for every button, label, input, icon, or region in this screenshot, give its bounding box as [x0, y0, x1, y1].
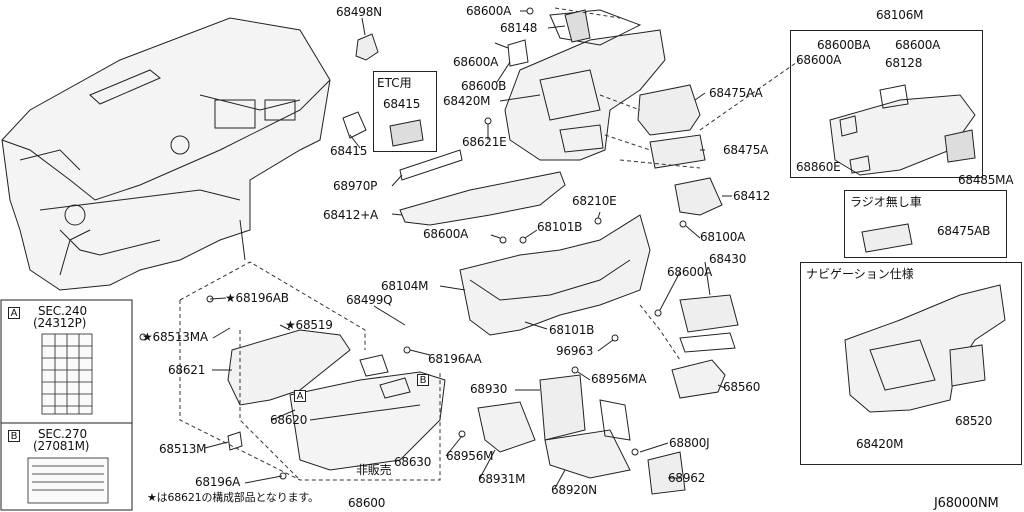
callout-68101b-2: 68101B — [549, 323, 595, 337]
etc-box-title: ETC用 — [377, 76, 412, 90]
navigation-spec-title: ナビゲーション仕様 — [806, 267, 914, 281]
callout-68513m: 68513M — [159, 442, 207, 456]
callout-68860e: 68860E — [796, 160, 841, 174]
sec-a-tag: A — [8, 307, 20, 319]
callout-68475a: 68475A — [723, 143, 769, 157]
callout-68560: 68560 — [723, 380, 761, 394]
callout-68412-a: 68412+A — [323, 208, 379, 222]
callout-68520: 68520 — [955, 414, 993, 428]
callout-hanbai: 非販売 — [356, 463, 392, 477]
sec-b-line1: SEC.270 — [38, 427, 87, 441]
sec-a-line1: SEC.240 — [38, 304, 87, 318]
callout-68196ab: ★68196AB — [225, 291, 289, 305]
callout-68621: 68621 — [168, 363, 206, 377]
callout-68600a-2: 68600A — [453, 55, 499, 69]
callout-68415: 68415 — [330, 144, 368, 158]
callout-68475ab: 68475AB — [937, 224, 991, 238]
callout-68128: 68128 — [885, 56, 923, 70]
tag-a: A — [294, 390, 306, 402]
callout-68620: 68620 — [270, 413, 308, 427]
callout-68412: 68412 — [733, 189, 771, 203]
callout-68920n: 68920N — [551, 483, 597, 497]
callout-68196aa: 68196AA — [428, 352, 482, 366]
footnote: ★は68621の構成部品となります。 — [147, 491, 319, 504]
callout-68100a: 68100A — [700, 230, 746, 244]
callout-68104m: 68104M — [381, 279, 429, 293]
sec-b-tag: B — [8, 430, 20, 442]
callout-68148: 68148 — [500, 21, 538, 35]
callout-68931m: 68931M — [478, 472, 526, 486]
radio-less-title: ラジオ無し車 — [850, 195, 922, 209]
callout-68600a-top: 68600A — [466, 4, 512, 18]
callout-68600b: 68600B — [461, 79, 507, 93]
group-68106m-title: 68106M — [876, 8, 924, 22]
callout-68800j: 68800J — [669, 436, 710, 450]
callout-68498n: 68498N — [336, 5, 382, 19]
diagram-code: J68000NM — [934, 496, 999, 511]
callout-68499q: 68499Q — [346, 293, 393, 307]
instrument-panel-shape — [1, 17, 331, 291]
callout-68600ba: 68600BA — [817, 38, 871, 52]
callout-68956ma: 68956MA — [591, 372, 647, 386]
callout-68475aa: 68475AA — [709, 86, 763, 100]
etc-box-part: 68415 — [383, 97, 421, 111]
callout-68956m: 68956M — [446, 449, 494, 463]
navigation-spec-box — [800, 262, 1022, 465]
tag-b: B — [417, 374, 429, 386]
callout-68420m-nav: 68420M — [856, 437, 904, 451]
callout-68519: ★68519 — [285, 318, 333, 332]
callout-68600a-group-right: 68600A — [895, 38, 941, 52]
callout-68600a-3: 68600A — [423, 227, 469, 241]
callout-68430: 68430 — [709, 252, 747, 266]
callout-68970p: 68970P — [333, 179, 378, 193]
callout-68600a-4: 68600A — [667, 265, 713, 279]
callout-68930: 68930 — [470, 382, 508, 396]
callout-68962: 68962 — [668, 471, 706, 485]
callout-68196a: 68196A — [195, 475, 241, 489]
callout-96963: 96963 — [556, 344, 594, 358]
callout-68600a-group-left: 68600A — [796, 53, 842, 67]
callout-68600: 68600 — [348, 496, 386, 510]
callout-68485ma: 68485MA — [958, 173, 1014, 187]
callout-68210e: 68210E — [572, 194, 617, 208]
etc-box — [373, 71, 437, 152]
group-68106m-box — [790, 30, 983, 178]
callout-68420m: 68420M — [443, 94, 491, 108]
sec-b-line2: (27081M) — [33, 439, 90, 453]
radio-less-box — [844, 190, 1007, 258]
callout-68513ma: ★68513MA — [142, 330, 208, 344]
sec-a-line2: (24312P) — [33, 316, 87, 330]
callout-68630: 68630 — [394, 455, 432, 469]
callout-68101b-top: 68101B — [537, 220, 583, 234]
callout-68621e: 68621E — [462, 135, 507, 149]
